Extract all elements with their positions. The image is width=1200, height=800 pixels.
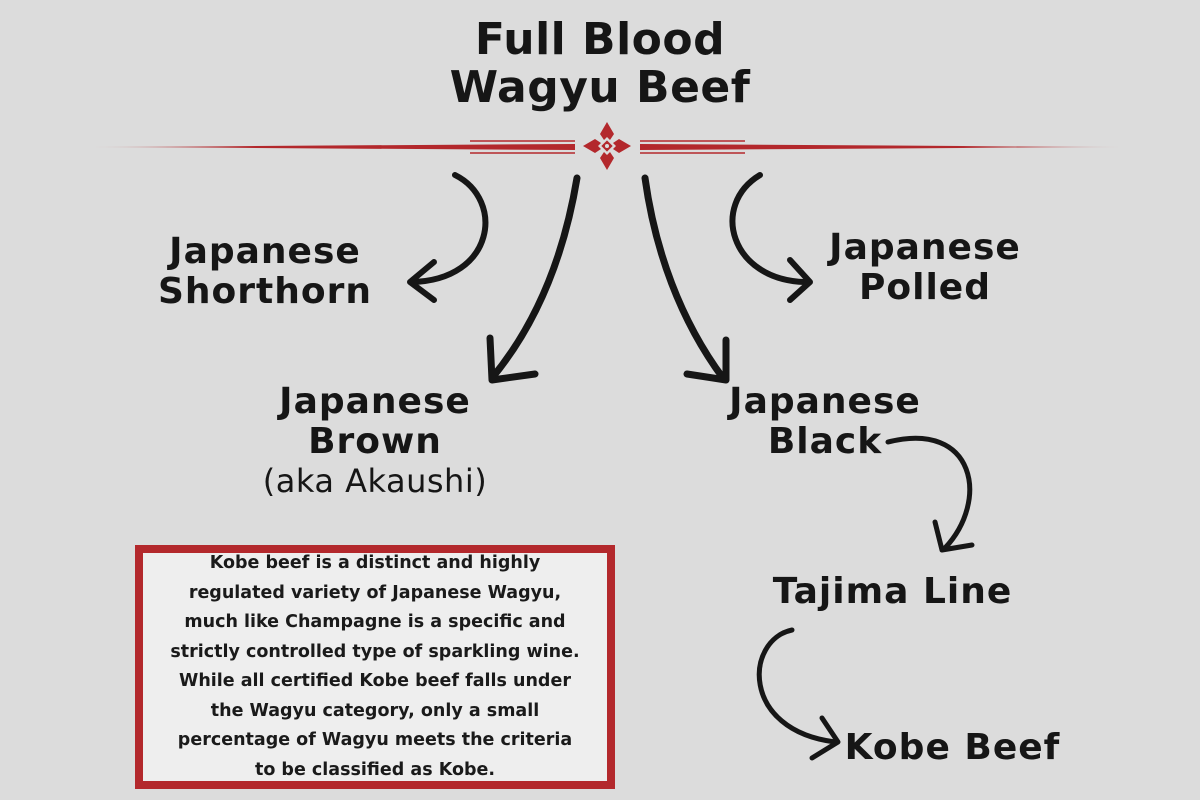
node-japanese-black: Japanese Black bbox=[715, 382, 935, 462]
shorthorn-line-2: Shorthorn bbox=[158, 271, 372, 312]
polled-line-1: Japanese bbox=[829, 227, 1021, 268]
arrow-to-black bbox=[641, 174, 730, 384]
tajima-label: Tajima Line bbox=[772, 571, 1013, 612]
black-line-2: Black bbox=[767, 421, 883, 462]
node-kobe-beef: Kobe Beef bbox=[835, 728, 1070, 768]
shorthorn-line-1: Japanese bbox=[169, 231, 361, 272]
diagram-title: Full Blood Wagyu Beef bbox=[380, 16, 820, 112]
kobe-info-box: Kobe beef is a distinct and highly regul… bbox=[135, 545, 615, 789]
brown-line-1: Japanese bbox=[279, 381, 471, 422]
arrow-to-shorthorn bbox=[407, 172, 489, 303]
title-line-2: Wagyu Beef bbox=[449, 62, 751, 113]
divider-left-line bbox=[85, 144, 575, 150]
black-line-1: Japanese bbox=[729, 381, 921, 422]
kobe-label: Kobe Beef bbox=[844, 727, 1061, 768]
arrow-to-kobe bbox=[756, 627, 841, 761]
title-divider bbox=[85, 122, 1128, 170]
node-japanese-brown: Japanese Brown (aka Akaushi) bbox=[240, 381, 510, 501]
arrow-to-tajima bbox=[885, 435, 975, 553]
arrow-to-brown bbox=[486, 174, 581, 384]
polled-line-2: Polled bbox=[859, 267, 991, 308]
title-line-1: Full Blood bbox=[474, 14, 726, 65]
brown-line-2: Brown bbox=[308, 421, 442, 462]
node-tajima-line: Tajima Line bbox=[765, 572, 1020, 612]
divider-right-line bbox=[640, 144, 1128, 150]
arrow-to-polled bbox=[729, 172, 813, 303]
node-japanese-shorthorn: Japanese Shorthorn bbox=[150, 232, 380, 312]
kobe-info-text: Kobe beef is a distinct and highly regul… bbox=[170, 553, 580, 780]
brown-line-3: (aka Akaushi) bbox=[262, 462, 488, 500]
node-japanese-polled: Japanese Polled bbox=[815, 228, 1035, 308]
four-petal-cross-ornament-icon bbox=[583, 122, 631, 170]
